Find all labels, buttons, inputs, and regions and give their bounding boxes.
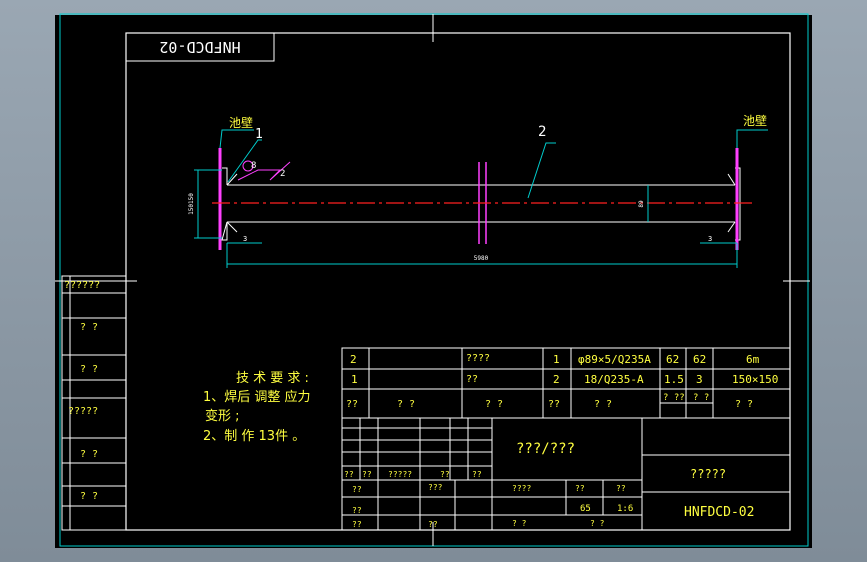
left-strip-label-1: ?????? <box>64 280 100 291</box>
left-strip-label-6: ? ? <box>80 491 98 502</box>
weld-circle <box>242 160 254 172</box>
parts-r3-c3: ? ? <box>485 399 503 410</box>
tb-label-3: ????? <box>388 470 412 479</box>
tb-label-6: ?? <box>352 485 362 494</box>
parts-r1-c1: 2 <box>350 353 357 366</box>
parts-r3-c7: ? ? <box>693 393 709 403</box>
right-wall-leader <box>736 129 768 148</box>
parts-r2-c5: 18/Q235-A <box>584 373 644 386</box>
tb-label-13: ?? <box>616 484 626 493</box>
left-strip-label-2: ? ? <box>80 322 98 333</box>
tb-scale-b: 1:6 <box>617 504 633 514</box>
parts-r1-c7: 62 <box>693 353 706 366</box>
bottom-overall-dim-text: 5980 <box>474 255 489 262</box>
weld-number-8: 8 <box>251 161 256 171</box>
tech-req-line3: 2、制 作 13件 。 <box>203 429 305 444</box>
title-drawing-number: HNFDCD-02 <box>684 505 754 520</box>
title-project: ???/??? <box>516 441 575 457</box>
parts-r3-c2: ? ? <box>397 399 415 410</box>
tb-label-11: ???? <box>512 484 531 493</box>
parts-r1-c6: 62 <box>666 353 679 366</box>
weld-symbol <box>237 161 291 181</box>
parts-r3-c6: ? ?? <box>663 393 685 403</box>
tech-req-line2: 变形 ; <box>205 408 240 424</box>
left-chamfer-bottom <box>226 221 238 233</box>
outer-frame <box>59 13 809 547</box>
tb-scale-a: 65 <box>580 504 591 514</box>
title-block-grid <box>341 417 791 531</box>
drawing-sheet[interactable] <box>55 15 812 548</box>
tb-label-2: ?? <box>362 470 372 479</box>
tb-label-1: ?? <box>344 470 354 479</box>
weld-number-2: 2 <box>280 169 285 179</box>
left-wall-leader <box>219 129 254 149</box>
parts-r2-c6: 1.5 <box>664 373 684 386</box>
small-dim-left-text: 3 <box>243 235 247 243</box>
parts-r1-c3: ???? <box>466 353 490 364</box>
parts-r1-c5: φ89×5/Q235A <box>578 353 651 366</box>
left-strip-label-5: ? ? <box>80 449 98 460</box>
tech-req-title: 技 术 要 求 : <box>236 371 309 386</box>
right-chamfer-bottom <box>727 221 736 233</box>
parts-r1-c4: 1 <box>553 353 560 366</box>
parts-r3-c5: ? ? <box>594 399 612 410</box>
mirrored-number-box <box>125 32 275 62</box>
mirrored-drawing-number: HNFDCD-02 <box>159 38 240 56</box>
callout-1-leader <box>227 139 262 183</box>
tb-label-12: ?? <box>575 484 585 493</box>
callout-2-leader <box>527 142 556 199</box>
right-chamfer-top <box>727 173 736 186</box>
tb-label-4: ?? <box>440 470 450 479</box>
left-strip-label-3: ? ? <box>80 364 98 375</box>
parts-r2-c7: 3 <box>696 373 703 386</box>
left-wall-label: 池壁 <box>229 115 253 130</box>
left-flange <box>221 167 228 241</box>
left-vertical-dim-text: 150150 <box>188 193 195 215</box>
tb-label-15: ? ? <box>590 519 605 528</box>
tb-label-9: ?? <box>352 520 362 529</box>
right-vertical-dim-text: 89 <box>638 200 645 208</box>
left-strip-label-4: ????? <box>68 406 98 417</box>
parts-r3-c4: ?? <box>548 399 560 410</box>
parts-r3-c8: ? ? <box>735 399 753 410</box>
tech-req-line1: 1、焊后 调整 应力 <box>203 389 311 405</box>
callout-1: 1 <box>255 127 263 142</box>
tb-label-5: ?? <box>472 470 482 479</box>
callout-2: 2 <box>538 124 546 140</box>
parts-r1-c8: 6m <box>746 353 760 366</box>
parts-r2-c8: 150×150 <box>732 373 778 386</box>
title-name: ????? <box>690 467 726 481</box>
tb-label-10: ?? <box>428 520 438 529</box>
tb-label-14: ? ? <box>512 519 527 528</box>
left-chamfer-top <box>226 173 238 186</box>
tb-label-7: ??? <box>428 483 443 492</box>
parts-r2-c4: 2 <box>553 373 560 386</box>
parts-r3-c1: ?? <box>346 399 358 410</box>
parts-r2-c3: ?? <box>466 374 478 385</box>
small-dim-right-text: 3 <box>708 235 712 243</box>
parts-r2-c1: 1 <box>351 373 358 386</box>
tb-label-8: ?? <box>352 506 362 515</box>
right-wall-label: 池壁 <box>743 113 767 128</box>
left-side-strip <box>61 275 127 531</box>
